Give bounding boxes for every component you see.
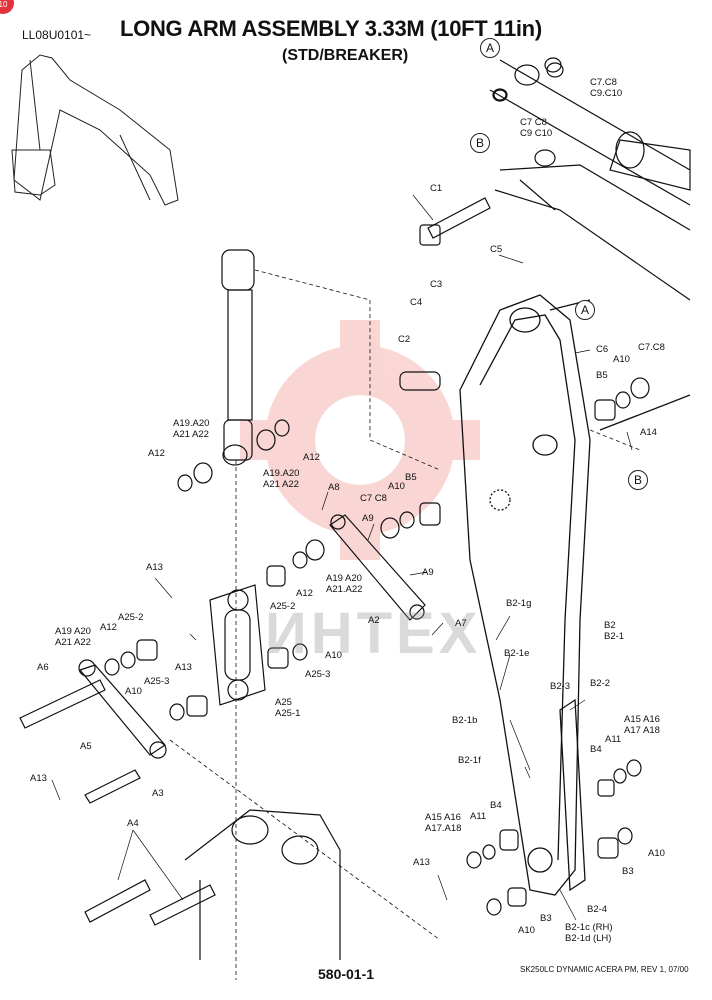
serial-number-range: LL08U0101~ [22, 28, 92, 42]
callout-a13-top: A13 [146, 562, 163, 573]
callout-a13-mid: A13 [175, 662, 192, 673]
main-arm-body [459, 294, 691, 896]
reference-marker-a-top: A [480, 38, 500, 58]
arm-cylinder [221, 249, 255, 466]
callout-b3-right: B3 [622, 866, 634, 877]
callout-b2-2: B2-2 [590, 678, 611, 689]
callout-a2: A2 [368, 615, 380, 626]
pin-c1 [419, 197, 491, 246]
reference-marker-b-top: B [470, 133, 490, 153]
footer-note: SK250LC DYNAMIC ACERA PM, REV 1, 07/00 [520, 965, 689, 974]
callout-b3-lower: B3 [540, 913, 552, 924]
callout-b2-1g: B2-1g [506, 598, 532, 609]
callout-b2-1b: B2-1b [452, 715, 478, 726]
callout-a25-3-right: A25-3 [305, 669, 331, 680]
callout-a9-side: A9 [422, 567, 434, 578]
callout-c2: C2 [398, 334, 411, 345]
callout-b2-1c-b2-1d: B2-1c (RH)B2-1d (LH) [565, 922, 613, 944]
callout-a8: A8 [328, 482, 340, 493]
callout-a10-lower: A10 [388, 481, 405, 492]
callout-b2-1e: B2-1e [504, 648, 530, 659]
callout-a5: A5 [80, 741, 92, 752]
callout-a25-3-left: A25-3 [144, 676, 170, 687]
callout-a10-right: A10 [613, 354, 630, 365]
callout-b5-lower: B5 [405, 472, 417, 483]
corner-badge: 10 [0, 0, 14, 14]
callout-a7: A7 [455, 618, 467, 629]
callout-b2-3: B2-3 [550, 681, 571, 692]
callout-a10-link: A10 [325, 650, 342, 661]
callout-a13-lower: A13 [413, 857, 430, 868]
callout-b4-lower: B4 [490, 800, 502, 811]
callout-a12-left2: A12 [100, 622, 117, 633]
callout-a12-mid: A12 [296, 588, 313, 599]
watermark-text: ИНТЕХ [265, 601, 482, 666]
callout-c7-c8-right: C7.C8 [638, 342, 665, 353]
callout-a9-top: A9 [362, 513, 374, 524]
callout-a11-right: A11 [605, 734, 622, 745]
callout-c7-c8-lower: C7 C8 [360, 493, 387, 504]
callout-a13-left: A13 [30, 773, 47, 784]
callout-a12-center: A12 [303, 452, 320, 463]
callout-c6: C6 [596, 344, 609, 355]
callout-a14: A14 [640, 427, 657, 438]
page-subtitle: (STD/BREAKER) [282, 47, 409, 64]
callout-a4: A4 [127, 818, 139, 829]
bucket-bracket [184, 809, 341, 960]
callout-a25-2-left: A25-2 [118, 612, 144, 623]
washers-and-bushings [104, 62, 650, 916]
callout-b5-right: B5 [596, 370, 608, 381]
link-a3 [78, 659, 167, 759]
callout-a3: A3 [152, 788, 164, 799]
hidden-lines [169, 269, 641, 980]
leader-lines [51, 194, 633, 921]
pins-a4-a5-a6 [19, 679, 216, 926]
callout-b2-1f: B2-1f [458, 755, 481, 766]
reference-marker-b-arm: B [628, 470, 648, 490]
callout-a10-bottom: A10 [518, 925, 535, 936]
reference-marker-a-arm: A [575, 300, 595, 320]
callout-b4-right: B4 [590, 744, 602, 755]
callout-a25-2-top: A25-2 [270, 601, 296, 612]
callout-c1: C1 [430, 183, 443, 194]
link-a25 [209, 584, 266, 706]
callout-a12-left: A12 [148, 448, 165, 459]
page-number: 580-01-1 [318, 966, 375, 982]
callout-a10-left: A10 [125, 686, 142, 697]
page-title: LONG ARM ASSEMBLY 3.33M (10FT 11in) [120, 16, 542, 41]
watermark-gear-hole [315, 395, 405, 485]
callout-c5: C5 [490, 244, 503, 255]
callout-b2-4: B2-4 [587, 904, 608, 915]
link-a2 [329, 514, 426, 621]
callout-a6: A6 [37, 662, 49, 673]
callout-c3: C3 [430, 279, 443, 290]
thumbnail-machine-icon [11, 54, 179, 206]
callout-a10-far: A10 [648, 848, 665, 859]
callout-a11-lower: A11 [470, 811, 487, 822]
callout-c4: C4 [410, 297, 423, 308]
